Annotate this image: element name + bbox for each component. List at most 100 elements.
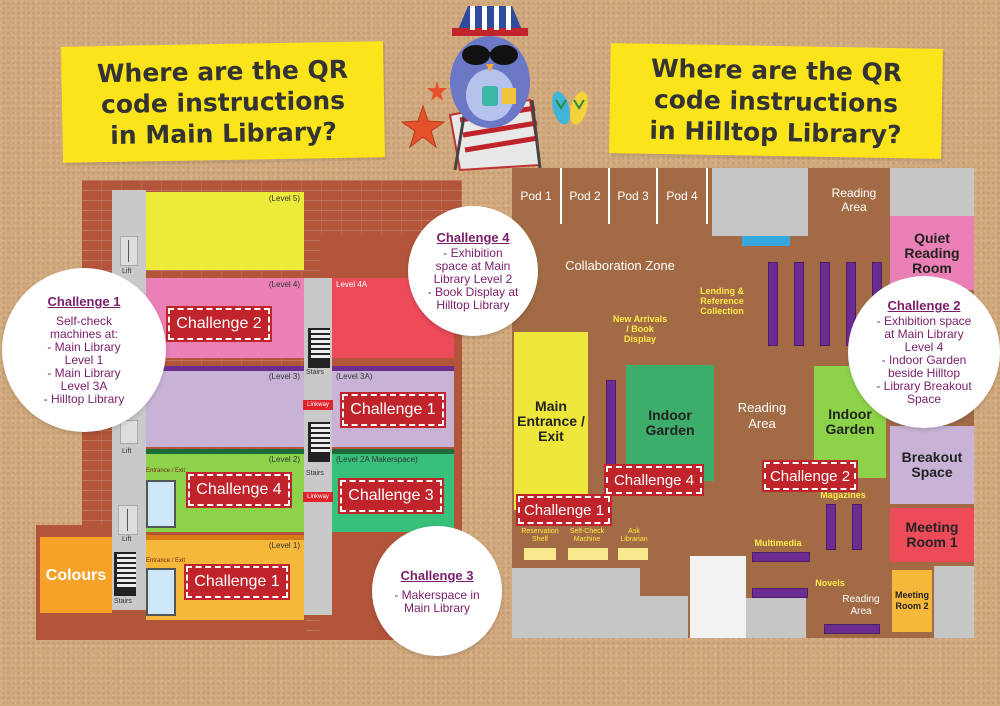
main-challenge-2-text: Challenge 2	[176, 315, 262, 332]
ask-librarian-desk	[618, 548, 648, 560]
entrance-door-level-1	[146, 568, 176, 616]
main-library-banner: Where are the QR code instructions in Ma…	[61, 41, 385, 163]
hilltop-challenge-4-text: Challenge 4	[613, 471, 695, 489]
challenge-2-callout-title: Challenge 2	[887, 298, 961, 313]
flip-flops-icon	[552, 91, 588, 125]
main-entrance-exit-label: Main Entrance / Exit	[517, 397, 585, 444]
pod-4: Pod 4	[658, 168, 708, 224]
ask-librarian-label: Ask Librarian	[620, 528, 648, 543]
stairs-label-level-3: Stairs	[306, 369, 324, 376]
lift-level-1	[118, 505, 138, 535]
reading-area-top: Reading Area	[831, 186, 877, 214]
multimedia-shelf	[752, 552, 810, 562]
main-challenge-1-level-1-text: Challenge 1	[194, 573, 280, 590]
novels-shelf	[752, 588, 808, 598]
meeting-room-2-label: Meeting Room 2	[894, 590, 929, 611]
new-arrivals-shelf	[606, 380, 616, 466]
reservation-shelf-desk	[524, 548, 556, 560]
entrance-door-level-2	[146, 480, 176, 528]
lift-level-5	[120, 236, 138, 266]
magazines-shelf-1	[826, 504, 836, 550]
lift-label-mid: Lift	[122, 448, 132, 455]
service-block-top	[712, 168, 808, 236]
magazines-shelf-2	[852, 504, 862, 550]
level-2a-label: (Level 2A Makerspace)	[336, 455, 418, 464]
main-challenge-3-text: Challenge 3	[348, 487, 434, 504]
level-5-floor: (Level 5)	[146, 192, 304, 270]
linkway-level-2: Linkway	[303, 492, 333, 502]
reading-shelf-bottom	[824, 624, 880, 634]
stairs-label-level-2: Stairs	[306, 470, 324, 477]
main-challenge-1-level-3a-tag: Challenge 1	[340, 392, 446, 428]
pod-3: Pod 3	[610, 168, 658, 224]
entrance-label-level-1: Entrance / Exit	[146, 558, 186, 564]
stairs-label-level-1: Stairs	[114, 598, 132, 605]
lift-label-top: Lift	[122, 268, 132, 275]
lift-label-bottom: Lift	[122, 536, 132, 543]
stairs-level-2	[308, 422, 330, 462]
lift-level-3	[120, 420, 138, 444]
reading-area-mid: Reading Area	[737, 400, 787, 431]
indoor-garden-1-label: Indoor Garden	[645, 407, 695, 438]
linkway-level-3: Linkway	[303, 400, 333, 410]
main-challenge-1-level-1-tag: Challenge 1	[184, 564, 290, 600]
colours-label: Colours	[45, 566, 107, 584]
stairs-level-3	[308, 328, 330, 368]
hilltop-library-banner-text: Where are the QR code instructions in Hi…	[649, 53, 903, 149]
collaboration-zone-label: Collaboration Zone	[565, 258, 675, 273]
reading-area-bottom: Reading Area	[842, 594, 880, 617]
meeting-room-1: Meeting Room 1	[890, 508, 974, 562]
hilltop-challenge-4-tag: Challenge 4	[604, 464, 704, 496]
owl-mascot-illustration	[448, 6, 542, 172]
reservation-shelf-label: Reservation Shelf	[521, 528, 559, 543]
pod-2: Pod 2	[562, 168, 610, 224]
pod-2-label: Pod 2	[569, 189, 601, 203]
main-challenge-4-tag: Challenge 4	[186, 472, 292, 508]
meeting-room-2: Meeting Room 2	[892, 570, 932, 632]
main-challenge-3-tag: Challenge 3	[338, 478, 444, 514]
grey-block-bottom-mid	[640, 596, 688, 638]
challenge-3-callout-body: - Makerspace in Main Library	[394, 587, 480, 615]
blue-counter	[742, 236, 790, 246]
new-arrivals-label: New Arrivals / Book Display	[612, 314, 668, 344]
challenge-3-callout-title: Challenge 3	[400, 567, 474, 583]
challenge-4-callout-title: Challenge 4	[436, 230, 510, 245]
pod-1: Pod 1	[512, 168, 562, 224]
level-4-label: (Level 4)	[268, 280, 300, 289]
main-challenge-1-level-3a-text: Challenge 1	[350, 401, 436, 418]
level-3-label: (Level 3)	[268, 372, 300, 381]
hilltop-challenge-1-text: Challenge 1	[523, 501, 605, 519]
magazines-label: Magazines	[820, 490, 866, 500]
grey-block-right-top	[890, 168, 974, 216]
level-1-label: (Level 1)	[268, 541, 300, 550]
meeting-room-1-label: Meeting Room 1	[905, 519, 959, 550]
level-4a-label: Level 4A	[336, 280, 368, 289]
lending-shelf-3	[820, 262, 830, 346]
breakout-space: Breakout Space	[890, 426, 974, 504]
main-entrance-exit: Main Entrance / Exit	[514, 332, 588, 510]
level-2-label: (Level 2)	[268, 455, 300, 464]
challenge-4-callout: Challenge 4 - Exhibition space at Main L…	[408, 206, 538, 336]
hilltop-library-banner: Where are the QR code instructions in Hi…	[609, 43, 943, 159]
hilltop-challenge-2-tag: Challenge 2	[762, 460, 858, 492]
breakout-space-label: Breakout Space	[901, 449, 963, 480]
novels-label: Novels	[815, 578, 845, 588]
lending-shelf-2	[794, 262, 804, 346]
stairs-level-1	[114, 552, 136, 596]
white-block-bottom	[690, 556, 746, 638]
challenge-2-callout-body: - Exhibition space at Main Library Level…	[876, 314, 972, 406]
main-challenge-2-tag: Challenge 2	[166, 306, 272, 342]
grey-block-bottom-left	[512, 568, 640, 638]
pod-4-label: Pod 4	[666, 189, 698, 203]
self-check-machine-desk	[568, 548, 608, 560]
challenge-4-callout-body: - Exhibition space at Main Library Level…	[427, 246, 519, 312]
main-challenge-4-text: Challenge 4	[196, 481, 282, 498]
challenge-3-callout: Challenge 3 - Makerspace in Main Library	[372, 526, 502, 656]
self-check-machine-label: Self-Check Machine	[569, 528, 605, 543]
level-5-label: (Level 5)	[268, 194, 300, 203]
pod-1-label: Pod 1	[520, 189, 552, 203]
lending-shelf-1	[768, 262, 778, 346]
lending-reference-label: Lending & Reference Collection	[700, 286, 744, 316]
colours-room: Colours	[40, 537, 112, 613]
starfish-icon	[400, 104, 446, 149]
